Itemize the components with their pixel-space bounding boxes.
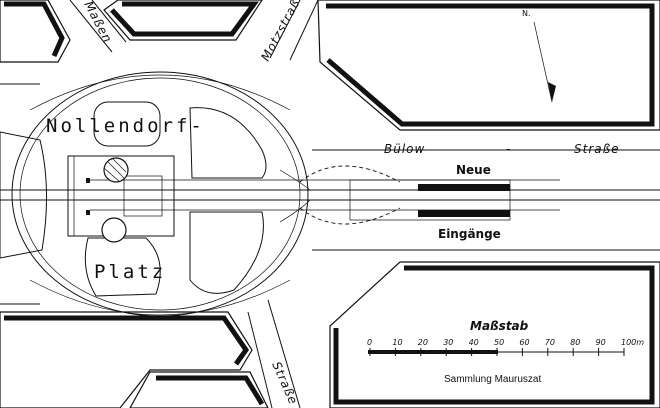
scale-ticks: 0 10 20 30 40 50 60 70 80 90 100m [367,338,644,356]
street-label-buelow-2: Straße [574,142,620,156]
label-eingaenge: Eingänge [438,227,501,241]
scale-title: Maßstab [470,319,529,333]
label-neue: Neue [456,163,491,177]
block-bottom-right [329,261,660,408]
scale-tick-label: 30 [443,338,453,347]
block-top-right [317,0,660,131]
island-left [0,131,48,259]
street-label-motz: Motzstraße [258,0,306,63]
island-bottom [84,237,161,297]
north-arrow: N. [522,9,556,103]
stair-tower-bottom [101,217,127,243]
square-label-line2: Platz [94,261,166,283]
scale-tick-label: 80 [570,338,580,347]
scale-tick-label: 40 [469,338,479,347]
street-label-buelow-dash: - [506,142,511,156]
block-bottom-lower [129,371,269,408]
block-bottom-left [0,311,253,408]
scale-tick-label: 10 [392,338,402,347]
scale-bar: Maßstab 0 10 20 30 40 50 60 70 80 90 100m [367,319,644,356]
scale-tick-label: 50 [494,338,504,347]
square-circle [0,71,309,317]
new-entrance-south [418,210,510,217]
block-top-middle [103,0,263,41]
scale-tick-label: 60 [519,338,529,347]
station-complex [0,155,660,243]
scale-tick-label: 100m [621,338,644,347]
north-label: N. [522,9,531,18]
scale-tick-label: 20 [418,338,428,347]
scale-tick-label: 90 [596,338,606,347]
scale-tick-label: 0 [367,338,372,347]
island-right-bottom [189,211,264,294]
credit: Sammlung Mauruszat [444,374,541,385]
street-label-buelow-1: Bülow [384,142,425,156]
island-right-top [189,107,267,179]
island-top [93,101,161,147]
street-label-lower: Straße [269,360,300,407]
new-entrance-north [418,184,510,191]
scale-tick-label: 70 [545,338,555,347]
square-label-line1: Nollendorf- [46,115,205,137]
